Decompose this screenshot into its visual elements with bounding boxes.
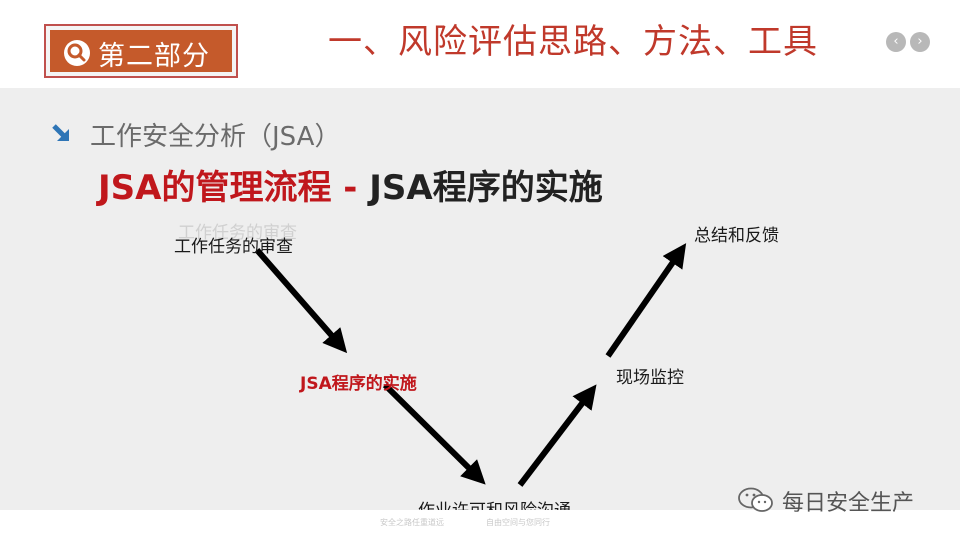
arrow-permit-to-monitor <box>517 384 597 487</box>
magnifier-icon <box>64 40 90 66</box>
wechat-icon <box>738 487 773 512</box>
prev-slide-button[interactable]: ‹ <box>886 32 906 52</box>
slide-footer <box>0 510 960 540</box>
section-subtitle: 工作安全分析（JSA） <box>90 122 341 152</box>
arrow-monitor-to-feedback <box>605 243 687 358</box>
heading-dark-part: JSA程序的实施 <box>369 168 603 208</box>
section-label: 第二部分 <box>98 41 210 72</box>
footer-right-text: 自由空间与您同行 <box>486 518 550 527</box>
slide-heading: JSA的管理流程 - JSA程序的实施 <box>98 160 603 209</box>
next-slide-button[interactable]: › <box>910 32 930 52</box>
slide-content <box>0 88 960 510</box>
node-task-review: 工作任务的审查 <box>174 237 293 257</box>
watermark-text: 每日安全生产 <box>782 491 915 516</box>
node-summary-feedback: 总结和反馈 <box>694 226 779 246</box>
section-badge: 第二部分 <box>44 24 238 78</box>
slide-header: 第二部分 一、风险评估思路、方法、工具 ‹ › <box>0 0 960 88</box>
page-title: 一、风险评估思路、方法、工具 <box>328 22 818 62</box>
node-site-monitoring: 现场监控 <box>616 368 684 388</box>
ghost-text: 工作任务的审查 <box>178 223 297 243</box>
section-badge-fill: 第二部分 <box>50 30 232 72</box>
slide-navigation: ‹ › <box>886 32 930 52</box>
arrow-implement-to-permit <box>382 382 486 485</box>
heading-red-part: JSA的管理流程 - <box>98 168 370 208</box>
arrow-review-to-implement <box>254 248 348 354</box>
footer-left-text: 安全之路任重道远 <box>380 518 444 527</box>
node-jsa-implementation: JSA程序的实施 <box>300 374 417 394</box>
arrow-bullet-icon <box>50 122 72 144</box>
